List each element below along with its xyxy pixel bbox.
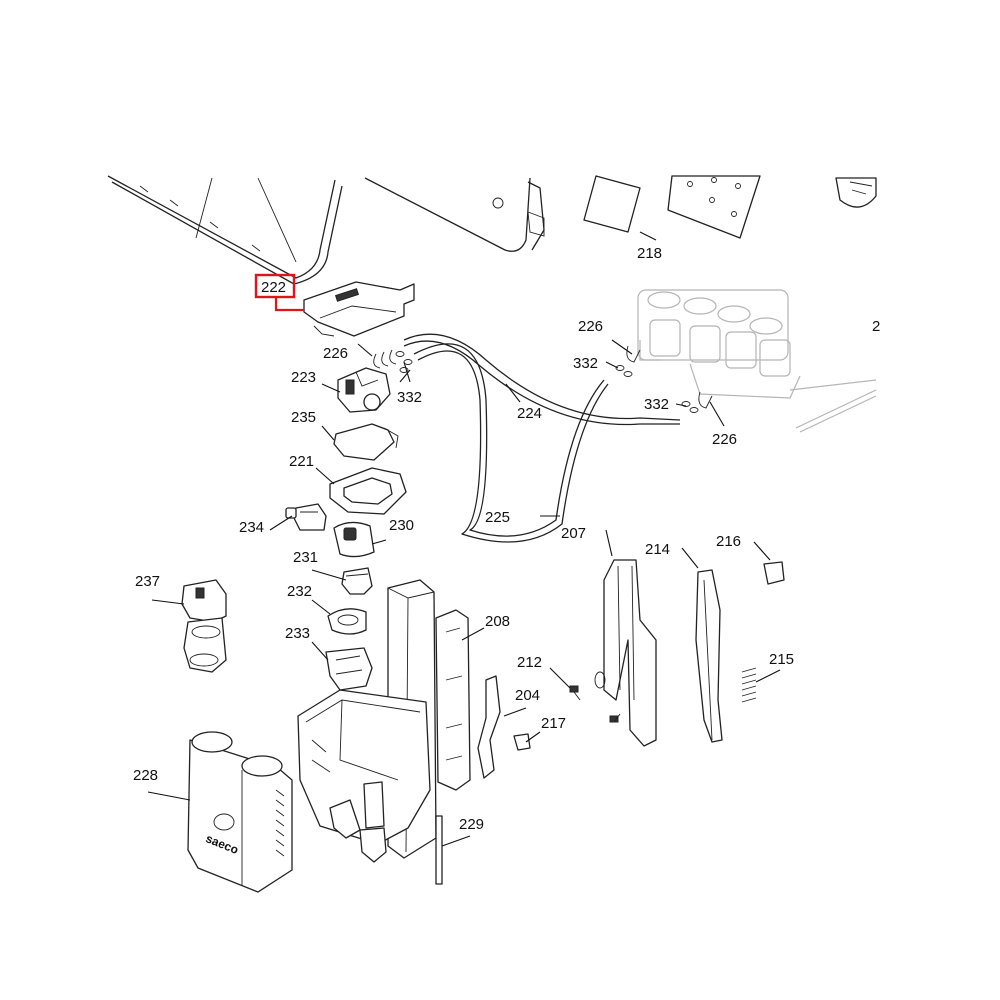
- tube-225: [413, 343, 609, 543]
- leader-215: [755, 669, 781, 683]
- label-partial-edge: 2: [872, 318, 880, 335]
- label-228: 228: [133, 767, 158, 784]
- part-237: [181, 579, 227, 673]
- label-212: 212: [517, 654, 542, 671]
- label-223: 223: [291, 369, 316, 386]
- leader-229: [441, 835, 471, 847]
- label-237: 237: [135, 573, 160, 590]
- leader-226-left: [357, 343, 373, 357]
- part-332-orings-right-bottom: [681, 401, 699, 413]
- label-216: 216: [716, 533, 741, 550]
- label-224: 224: [517, 405, 542, 422]
- label-332-right-top: 332: [573, 355, 598, 372]
- part-218: [583, 175, 761, 239]
- leader-332-right-bottom: [675, 403, 687, 407]
- part-332-orings-right-top: [615, 365, 633, 377]
- label-217: 217: [541, 715, 566, 732]
- part-212-screw-b: [609, 713, 621, 723]
- leader-235: [321, 425, 335, 441]
- label-208: 208: [485, 613, 510, 630]
- label-225: 225: [485, 509, 510, 526]
- part-226-clip-left: [373, 349, 397, 369]
- label-204: 204: [515, 687, 540, 704]
- part-234: [285, 503, 327, 531]
- part-228-container: saeco: [187, 731, 293, 893]
- leader-214: [681, 547, 699, 569]
- leader-208: [461, 627, 485, 641]
- part-221: [329, 467, 407, 515]
- leader-221: [315, 467, 335, 485]
- part-229-rod: [435, 815, 443, 885]
- leader-332-right-top: [605, 361, 619, 369]
- label-226-right-bottom: 226: [712, 431, 737, 448]
- leader-234: [269, 515, 293, 531]
- label-226-right-top: 226: [578, 318, 603, 335]
- label-234: 234: [239, 519, 264, 536]
- label-230: 230: [389, 517, 414, 534]
- leader-204: [503, 707, 527, 717]
- label-232: 232: [287, 583, 312, 600]
- leader-226-right-top: [611, 339, 633, 355]
- callout-labels: 218 222 226 223 332 224 235 221 225 234 …: [133, 245, 880, 833]
- part-226-clip-right-bottom: [698, 391, 713, 409]
- highlight-222: [254, 273, 304, 312]
- leader-216: [753, 541, 771, 561]
- label-231: 231: [293, 549, 318, 566]
- part-207: [594, 559, 657, 747]
- part-212-screw-a: [569, 685, 581, 701]
- leader-231: [311, 569, 347, 581]
- leader-237: [151, 599, 185, 605]
- label-332-right-bottom: 332: [644, 396, 669, 413]
- leader-228: [147, 791, 191, 801]
- leader-212: [549, 667, 571, 689]
- leader-lines: [147, 231, 781, 847]
- part-215-spring: [741, 667, 757, 703]
- leader-223: [321, 383, 341, 393]
- part-231: [341, 567, 373, 595]
- label-214: 214: [645, 541, 670, 558]
- part-222-cover: [303, 281, 415, 337]
- leader-217: [525, 731, 541, 743]
- label-226-left: 226: [323, 345, 348, 362]
- leader-224: [505, 383, 521, 403]
- label-215: 215: [769, 651, 794, 668]
- leader-232: [311, 599, 331, 615]
- part-top-right-corner: [835, 177, 877, 208]
- leader-332-left: [399, 361, 411, 383]
- part-216: [763, 561, 785, 585]
- part-232: [327, 608, 367, 635]
- label-221: 221: [289, 453, 314, 470]
- part-332-orings-left: [395, 351, 413, 373]
- label-207: 207: [561, 525, 586, 542]
- part-235: [333, 423, 399, 461]
- part-drip-tray-body: [297, 689, 431, 863]
- ghost-valve-assembly: [637, 289, 877, 433]
- label-218: 218: [637, 245, 662, 262]
- part-233: [325, 647, 373, 691]
- tube-224: [403, 333, 681, 426]
- part-top-left-frame: [107, 175, 343, 285]
- part-217: [513, 733, 531, 751]
- part-top-middle-panel: [364, 177, 545, 252]
- part-204: [477, 675, 501, 779]
- leader-226-right-bottom: [709, 401, 725, 427]
- label-233: 233: [285, 625, 310, 642]
- leader-207: [605, 529, 613, 557]
- part-223: [337, 367, 391, 413]
- label-235: 235: [291, 409, 316, 426]
- leader-218: [639, 231, 657, 241]
- label-229: 229: [459, 816, 484, 833]
- leader-230: [371, 539, 387, 545]
- label-332-left: 332: [397, 389, 422, 406]
- part-230: [333, 521, 375, 558]
- part-214: [695, 569, 723, 743]
- label-222: 222: [261, 279, 286, 296]
- part-226-clip-right-top: [626, 345, 641, 363]
- leader-233: [311, 641, 329, 661]
